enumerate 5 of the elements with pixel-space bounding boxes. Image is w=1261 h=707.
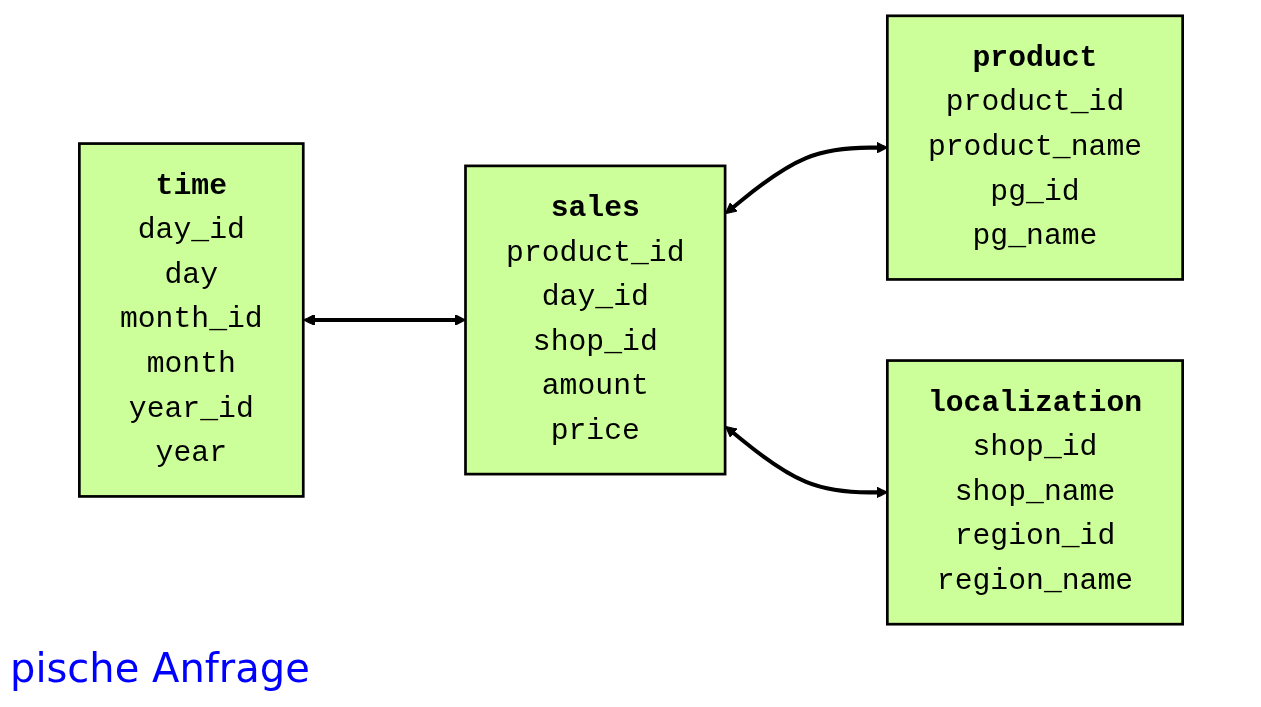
node-box: product product_id product_name pg_id pg_name <box>885 14 1184 281</box>
node-box: localization shop_id shop_name region_id region_name <box>885 359 1184 626</box>
node-box: sales product_id day_id shop_id amount price <box>463 164 726 476</box>
node-box: time day_id day month_id month year_id year <box>77 142 305 498</box>
heading-text: pische Anfrage <box>10 645 310 691</box>
